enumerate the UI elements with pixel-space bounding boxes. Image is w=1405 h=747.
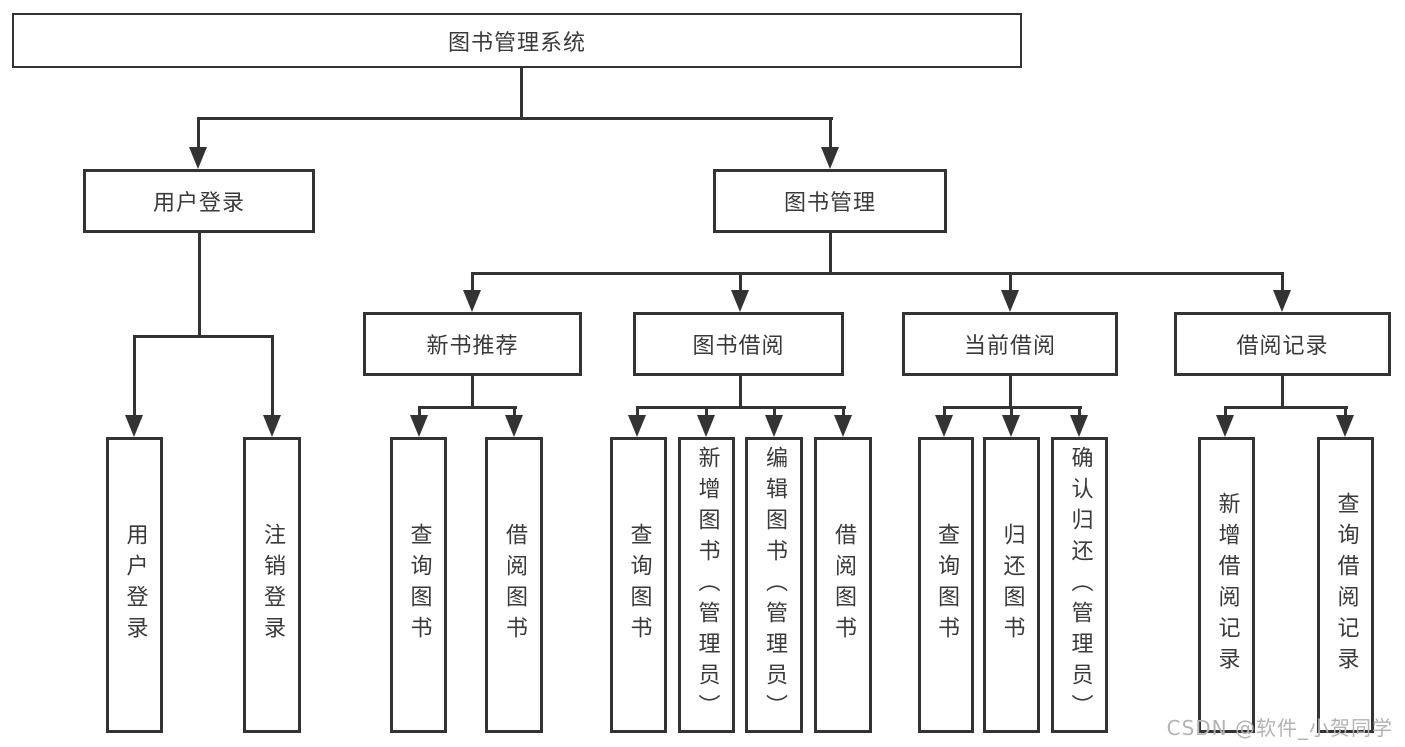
leaf-borrow-book-recommend-label: 借阅图书 [502,523,527,647]
csdn-watermark: CSDN @软件_小贺同学 [1166,716,1393,740]
arrow-down-icon [765,415,783,437]
connector-line-h [636,406,846,409]
arrow-down-icon [935,415,953,437]
leaf-user-login: 用户登录 [106,437,163,733]
node-new-book-recommend: 新书推荐 [363,312,582,376]
arrow-down-icon [628,415,646,437]
arrow-down-icon [1001,290,1019,312]
connector-line-v [133,335,136,419]
node-book-borrow: 图书借阅 [633,312,844,376]
leaf-query-book-recommend-label: 查询图书 [406,523,432,647]
connector-line-v [636,406,639,419]
leaf-edit-book-admin: 编辑图书（管理员） [745,437,803,733]
connector-line-v [418,406,421,419]
connector-line-v [1009,376,1012,406]
connector-line-h [1224,406,1348,409]
connector-line-v [471,376,474,406]
connector-line-v [739,376,742,406]
connector-line-v [773,406,776,419]
node-new-book-recommend-label: 新书推荐 [426,334,519,359]
leaf-return-book: 归还图书 [983,437,1040,733]
connector-line-v [198,233,201,335]
connector-line-v [829,117,832,151]
connector-line-v [1078,406,1081,419]
connector-line-h [133,335,274,338]
connector-line-v [842,406,845,419]
leaf-logout-label: 注销登录 [260,523,285,647]
connector-line-h [471,272,1284,275]
arrow-down-icon [834,415,852,437]
connector-line-v [829,233,832,272]
leaf-confirm-return-admin-label: 确认归还（管理员） [1067,445,1093,725]
node-user-login-label: 用户登录 [152,191,245,216]
arrow-down-icon [1070,415,1088,437]
connector-line-v [197,117,200,151]
leaf-query-book-borrow-label: 查询图书 [626,523,652,647]
connector-line-v [739,272,742,292]
connector-line-v [271,335,274,419]
leaf-query-borrow-record: 查询借阅记录 [1317,437,1374,733]
connector-line-v [1344,406,1347,419]
leaf-return-book-label: 归还图书 [999,523,1025,647]
connector-line-h [197,117,833,120]
arrow-down-icon [731,290,749,312]
leaf-user-login-label: 用户登录 [122,523,148,647]
leaf-query-borrow-record-label: 查询借阅记录 [1333,492,1359,678]
arrow-down-icon [410,415,428,437]
arrow-down-icon [125,415,143,437]
leaf-edit-book-admin-label: 编辑图书（管理员） [762,445,787,725]
node-borrow-records: 借阅记录 [1174,312,1391,376]
leaf-borrow-book-recommend: 借阅图书 [485,437,543,733]
connector-line-v [471,272,474,292]
root-node-library-system: 图书管理系统 [12,13,1022,68]
arrow-down-icon [1273,290,1291,312]
leaf-borrow-book: 借阅图书 [814,437,872,733]
node-book-borrow-label: 图书借阅 [692,334,785,359]
leaf-query-book-current: 查询图书 [918,437,974,733]
root-node-label: 图书管理系统 [447,30,586,56]
arrow-down-icon [1002,415,1020,437]
arrow-down-icon [697,415,715,437]
leaf-query-book-current-label: 查询图书 [934,523,959,647]
connector-line-h [418,406,517,409]
connector-line-v [1009,272,1012,292]
connector-line-v [943,406,946,419]
leaf-add-borrow-record-label: 新增借阅记录 [1214,492,1240,678]
arrow-down-icon [821,147,839,169]
node-book-management-label: 图书管理 [783,191,876,216]
leaf-confirm-return-admin: 确认归还（管理员） [1051,437,1108,733]
leaf-add-borrow-record: 新增借阅记录 [1198,437,1255,733]
arrow-down-icon [263,415,281,437]
node-current-borrow: 当前借阅 [902,312,1118,376]
leaf-add-book-admin: 新增图书（管理员） [678,437,735,733]
connector-line-v [513,406,516,419]
node-current-borrow-label: 当前借阅 [963,334,1056,359]
leaf-query-book-recommend: 查询图书 [390,437,447,733]
connector-line-v [520,68,523,117]
connector-line-v [1281,272,1284,292]
connector-line-v [1010,406,1013,419]
arrow-down-icon [1216,415,1234,437]
leaf-logout: 注销登录 [243,437,301,733]
arrow-down-icon [189,147,207,169]
connector-line-v [1281,376,1284,406]
arrow-down-icon [463,290,481,312]
leaf-query-book-borrow: 查询图书 [610,437,667,733]
connector-line-v [705,406,708,419]
arrow-down-icon [505,415,523,437]
node-book-management: 图书管理 [713,169,947,233]
node-user-login: 用户登录 [83,169,315,233]
leaf-add-book-admin-label: 新增图书（管理员） [694,445,720,725]
arrow-down-icon [1336,415,1354,437]
node-borrow-records-label: 借阅记录 [1236,334,1329,359]
leaf-borrow-book-label: 借阅图书 [831,523,856,647]
connector-line-v [1224,406,1227,419]
